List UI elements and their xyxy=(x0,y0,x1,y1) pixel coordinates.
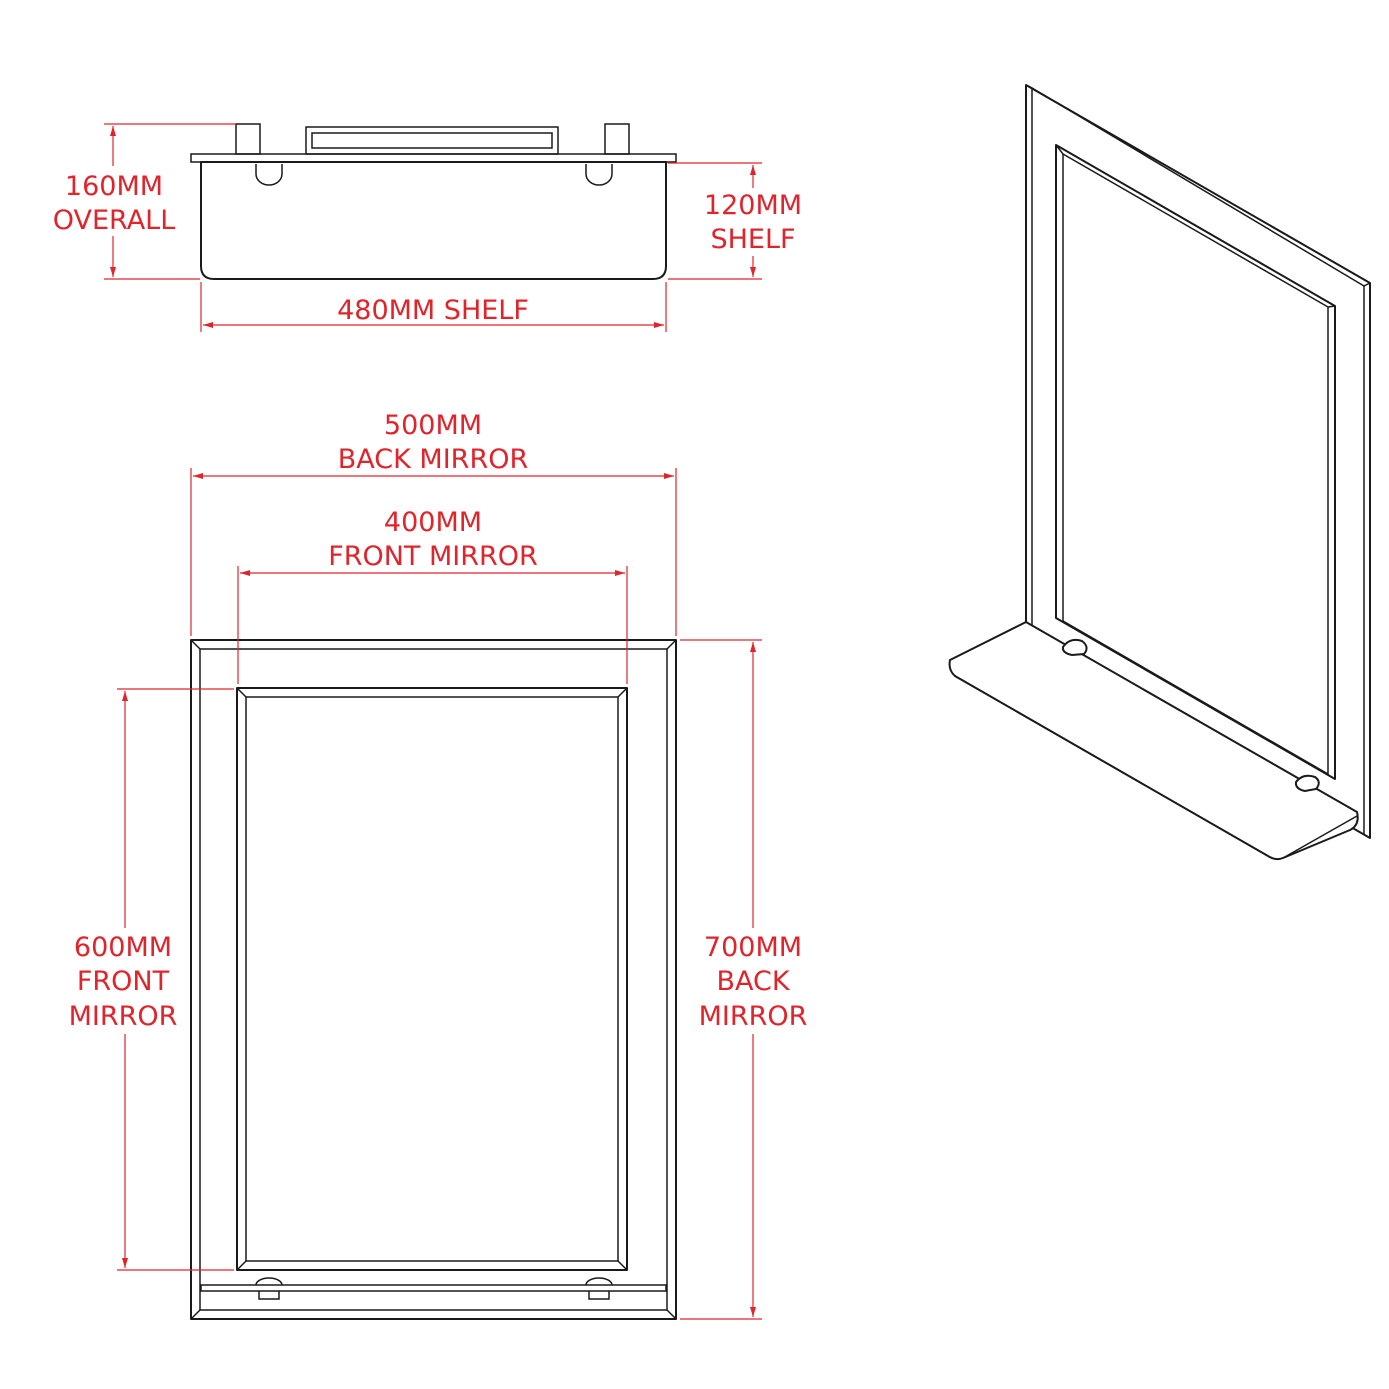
top-view-back-plate xyxy=(190,153,677,163)
iso-front-mirror-bevel xyxy=(1062,152,1329,776)
front-view-knob-right xyxy=(585,1277,613,1300)
front-view-knob-left xyxy=(255,1277,283,1300)
dim-shelf-depth: 120MM SHELF xyxy=(668,162,808,280)
top-view-bracket-left xyxy=(235,123,261,155)
dim-shelf-depth-value: 120MM xyxy=(704,190,802,221)
iso-knob-left xyxy=(1061,638,1088,657)
front-view-shelf xyxy=(200,1284,667,1292)
top-view-rail-inner xyxy=(311,132,553,149)
dim-shelf-width: 480MM SHELF xyxy=(200,282,667,332)
top-view-shelf xyxy=(200,161,667,280)
back-mirror xyxy=(190,639,677,1320)
dim-back-width-label: BACK MIRROR xyxy=(338,444,528,475)
dim-front-height-value: 600MM xyxy=(74,932,172,963)
top-view-knob-right xyxy=(585,164,613,186)
top-view-knob-left xyxy=(255,164,283,186)
dim-back-height-line2: MIRROR xyxy=(699,1001,808,1032)
dim-back-width-value: 500MM xyxy=(384,410,482,441)
dim-front-height: 600MM FRONT MIRROR xyxy=(62,688,234,1271)
dim-front-width-label: FRONT MIRROR xyxy=(328,541,538,572)
front-view: 500MM BACK MIRROR 400MM FRONT MIRROR 600… xyxy=(62,410,814,1320)
top-view-rail xyxy=(305,126,559,155)
dim-shelf-width-label: 480MM SHELF xyxy=(337,295,529,326)
iso-knob-right xyxy=(1294,774,1320,793)
dim-back-height-value: 700MM xyxy=(704,932,802,963)
iso-back-mirror xyxy=(1025,84,1371,839)
top-view: 160MM OVERALL 120MM SHELF 480MM SHELF xyxy=(44,123,808,332)
dim-overall: 160MM OVERALL xyxy=(44,123,236,280)
iso-front-mirror xyxy=(1055,144,1336,780)
dim-front-width: 400MM FRONT MIRROR xyxy=(237,507,628,684)
dim-front-width-value: 400MM xyxy=(384,507,482,538)
dim-front-height-line1: FRONT xyxy=(77,966,170,997)
front-mirror xyxy=(236,687,628,1271)
back-mirror-bevel xyxy=(199,648,668,1311)
isometric-view xyxy=(948,84,1371,861)
dim-overall-value: 160MM xyxy=(65,171,163,202)
iso-shelf xyxy=(948,620,1359,861)
dim-shelf-depth-label: SHELF xyxy=(710,224,795,255)
dim-back-height-line1: BACK xyxy=(716,966,790,997)
dim-back-height: 700MM BACK MIRROR xyxy=(680,639,814,1320)
dim-back-width: 500MM BACK MIRROR xyxy=(190,410,677,636)
front-mirror-bevel xyxy=(245,696,619,1262)
dim-front-height-line2: MIRROR xyxy=(69,1001,178,1032)
top-view-bracket-right xyxy=(604,123,630,155)
dim-overall-label: OVERALL xyxy=(53,205,176,236)
